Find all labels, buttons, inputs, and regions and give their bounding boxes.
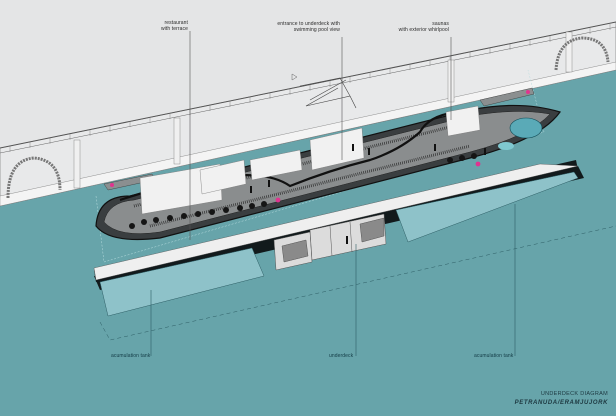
underdeck-platform (93, 160, 616, 341)
accumulation-tank-left (99, 247, 265, 317)
callout-accumulation-tank-right: acumulation tank (474, 353, 514, 359)
sauna-cabin (445, 105, 481, 137)
entrance-cabin (309, 127, 365, 171)
title-block: UNDERDECK DIAGRAM PETRANUDA/ERAMJUJORK (515, 391, 608, 406)
embankment-wall (0, 21, 616, 207)
diagram-credit: PETRANUDA/ERAMJUJORK (514, 400, 608, 406)
accumulation-tank-right (395, 171, 579, 243)
arch-right (554, 36, 610, 71)
underdeck-slab (93, 163, 579, 281)
callout-restaurant: restaurant with terrace (160, 20, 188, 32)
callout-underdeck: underdeck (329, 353, 354, 359)
whirlpool (509, 117, 543, 139)
leader-lines (150, 31, 516, 356)
arch-left (6, 156, 62, 199)
callout-accumulation-tank-left: acumulation tank (111, 353, 151, 359)
diagram-title: UNDERDECK DIAGRAM (540, 391, 608, 397)
triangle-marker (291, 73, 298, 81)
gangway-right (479, 87, 535, 107)
boat (95, 104, 561, 241)
callout-saunas: saunas with exterior whirlpool (398, 21, 449, 33)
callout-entrance: entrance to underdeck with swimming pool… (277, 21, 340, 33)
embankment-staircase (299, 77, 357, 109)
